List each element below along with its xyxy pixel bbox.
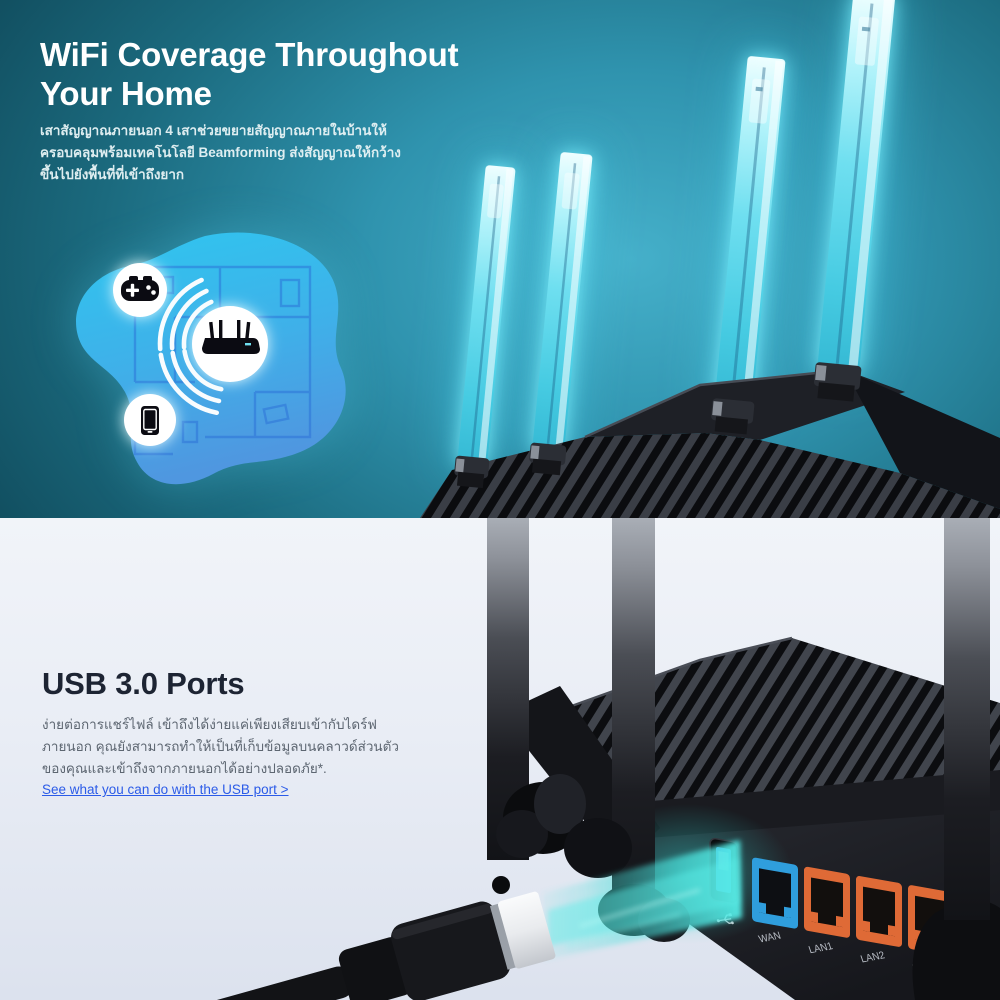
usb-section-description: ง่ายต่อการแชร์ไฟล์ เข้าถึงได้ง่ายแค่เพีย…: [42, 717, 400, 776]
gamepad-icon: [113, 263, 167, 317]
wifi-waves-icon: [158, 348, 224, 416]
home-coverage-illustration: [76, 232, 346, 485]
usb-section-title: USB 3.0 Ports: [42, 666, 245, 701]
wan-port-label: WAN: [757, 930, 782, 945]
router-body: [420, 368, 1000, 518]
router-front-render: [420, 0, 1000, 518]
wifi-waves-icon: [157, 277, 214, 352]
router-back-render: WAN LAN1 LAN2: [130, 518, 1000, 1000]
usb-light-beam: [543, 840, 742, 960]
antenna-hinge: [492, 774, 632, 894]
lan2-port-label: LAN2: [859, 950, 887, 965]
router-icon: [192, 306, 268, 382]
wifi-coverage-section: WiFi Coverage Throughout Your Home เสาสั…: [0, 0, 1000, 518]
usb-ports-section: USB 3.0 Ports ง่ายต่อการแชร์ไฟล์ เข้าถึง…: [0, 518, 1000, 1000]
lan1-port: [804, 866, 850, 938]
usb-learn-more-link[interactable]: See what you can do with the USB port >: [42, 782, 289, 797]
smartphone-icon: [124, 394, 176, 446]
usb-cable: [130, 891, 556, 1000]
wifi-section-description: เสาสัญญาณภายนอก 4 เสาช่วยขยายสัญญาณภายใน…: [40, 123, 401, 183]
wan-port: [752, 857, 798, 929]
lan2-port: [856, 876, 902, 947]
antenna-base: [912, 900, 1000, 1000]
antenna-hinges: [454, 362, 862, 489]
router-antennas: [457, 0, 895, 467]
wifi-section-title: WiFi Coverage Throughout Your Home: [40, 36, 459, 112]
lan1-port-label: LAN1: [807, 941, 835, 956]
